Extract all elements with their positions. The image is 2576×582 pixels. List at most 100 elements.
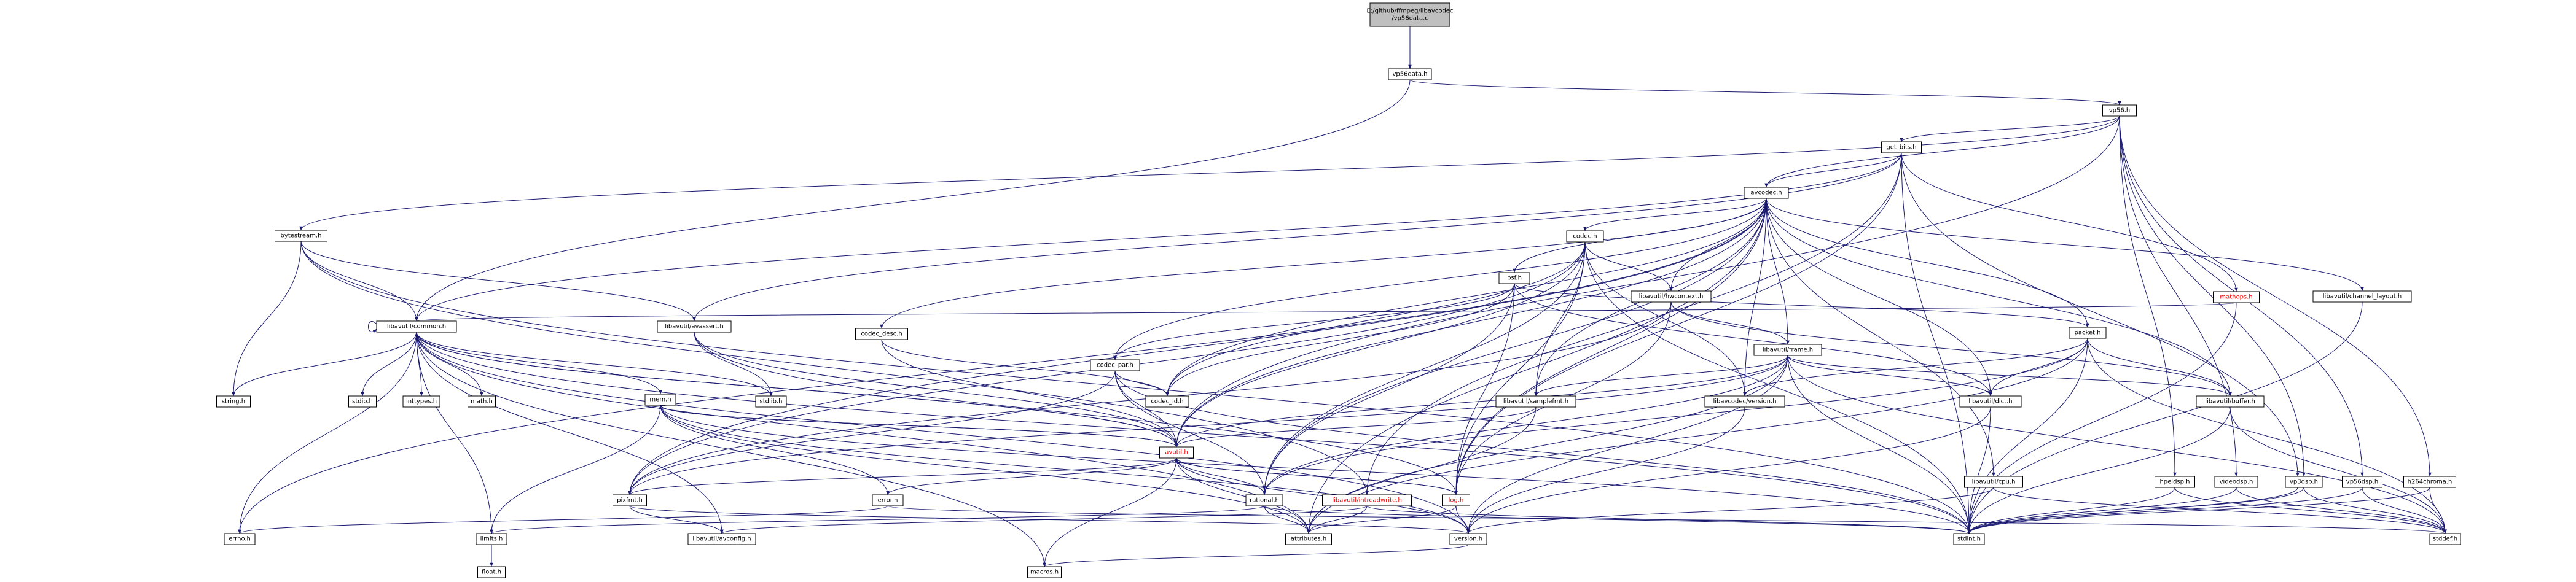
node-box <box>1159 446 1194 459</box>
node-vp56data-h[interactable]: vp56data.h <box>1388 68 1432 80</box>
node-macros-h[interactable]: macros.h <box>1027 566 1062 578</box>
node-mathops-h[interactable]: mathops.h <box>2213 291 2260 303</box>
node-inttypes-h[interactable]: inttypes.h <box>402 395 440 408</box>
node-avutil-channel-layout-h[interactable]: libavutil/channel_layout.h <box>2312 290 2412 303</box>
node-avutil-cpu-h[interactable]: libavutil/cpu.h <box>1964 476 2023 488</box>
node-box <box>1245 494 1283 506</box>
edge-videodsp_h-to-stddef_h <box>2236 487 2447 534</box>
node-stdlib-h[interactable]: stdlib.h <box>755 395 787 408</box>
node-avutil-frame-h[interactable]: libavutil/frame.h <box>1753 344 1822 356</box>
node-float-h[interactable]: float.h <box>477 566 506 578</box>
node-label: attributes.h <box>1291 536 1326 543</box>
node-avconfig-h[interactable]: libavutil/avconfig.h <box>687 533 756 545</box>
edge-mathops_h-to-avutil_common_h <box>415 302 2237 322</box>
node-avutil-intreadwrite-h[interactable]: libavutil/intreadwrite.h <box>1322 494 1412 506</box>
node-rational-h[interactable]: rational.h <box>1245 494 1283 506</box>
edge-avutil_avassert_h-to-log_h <box>694 332 1458 495</box>
node-avutil-h[interactable]: avutil.h <box>1159 446 1194 459</box>
edge-bytestream_h-to-string_h <box>232 241 302 397</box>
edge-version_h-to-macros_h <box>1043 544 1469 567</box>
edge-avutil_common_h-to-stdio_h <box>361 332 417 397</box>
node-error-h[interactable]: error.h <box>872 494 904 506</box>
node-box <box>348 395 377 408</box>
node-string-h[interactable]: string.h <box>216 395 251 408</box>
node-avutil-avassert-h[interactable]: libavutil/avassert.h <box>657 320 732 333</box>
node-label: libavcodec/version.h <box>1713 398 1776 405</box>
node-hpeldsp-h[interactable]: hpeldsp.h <box>2155 476 2195 488</box>
node-avutil-samplefmt-h[interactable]: libavutil/samplefmt.h <box>1495 395 1576 408</box>
node-vp3dsp-h[interactable]: vp3dsp.h <box>2285 476 2323 488</box>
node-box <box>2102 104 2137 117</box>
edges-layer <box>232 26 2447 567</box>
node-get-bits-h[interactable]: get_bits.h <box>1881 141 1922 153</box>
node-label: libavutil/common.h <box>387 324 446 330</box>
node-packet-h[interactable]: packet.h <box>2069 327 2107 339</box>
edge-mathops_h-to-stdint_h <box>1967 302 2237 534</box>
node-avcodec-h[interactable]: avcodec.h <box>1744 187 1789 199</box>
edge-codec_desc_h-to-avutil_h <box>881 339 1178 448</box>
node-root: E:/github/ffmpeg/libavcodec/vp56data.c <box>1367 2 1454 27</box>
node-log-h[interactable]: log.h <box>1442 494 1470 506</box>
node-box <box>477 566 506 578</box>
node-stddef-h[interactable]: stddef.h <box>2429 533 2461 545</box>
edge-hpeldsp_h-to-stdint_h <box>1967 487 2175 534</box>
node-stdint-h[interactable]: stdint.h <box>1953 533 1985 545</box>
node-label: libavutil/dict.h <box>1968 398 2012 405</box>
edge-avutil_common_h-to-avutil_common_h <box>368 321 377 333</box>
edge-bsf_h-to-avutil_dict_h <box>1514 283 1992 397</box>
node-avutil-dict-h[interactable]: libavutil/dict.h <box>1959 395 2022 408</box>
node-box <box>1631 290 1712 303</box>
edge-codec_h-to-log_h <box>1454 241 1586 495</box>
node-bytestream-h[interactable]: bytestream.h <box>275 230 327 242</box>
edge-get_bits_h-to-vlc_h <box>1901 152 2300 477</box>
node-label: string.h <box>222 398 245 405</box>
node-mem-h[interactable]: mem.h <box>644 394 676 406</box>
edge-packet_h-to-stddef_h <box>2087 338 2447 534</box>
node-videodsp-h[interactable]: videodsp.h <box>2214 476 2258 488</box>
edge-avutil_frame_h-to-stddef_h <box>1787 355 2447 534</box>
edge-bytestream_h-to-avutil_avassert_h <box>300 241 696 322</box>
edge-h264chroma_h-to-stddef_h <box>2429 487 2447 534</box>
node-math-h[interactable]: math.h <box>468 395 496 408</box>
node-errno-h[interactable]: errno.h <box>224 533 256 545</box>
node-avutil-common-h[interactable]: libavutil/common.h <box>376 320 457 333</box>
edge-codec_par_h-to-pixfmt_h <box>628 370 1116 495</box>
node-label: inttypes.h <box>406 398 437 405</box>
edge-avutil_h-to-error_h <box>886 457 1177 495</box>
node-vp56-h[interactable]: vp56.h <box>2102 104 2137 117</box>
node-codec-desc-h[interactable]: codec_desc.h <box>855 328 908 340</box>
edge-bsf_h-to-log_h <box>1454 283 1515 495</box>
node-label: codec_par.h <box>1097 362 1133 369</box>
node-label: E:/github/ffmpeg/libavcodec <box>1367 8 1454 15</box>
node-label: stdint.h <box>1957 536 1981 543</box>
node-label: get_bits.h <box>1886 144 1916 151</box>
edge-rational_h-to-limits_h <box>490 505 1265 534</box>
node-box <box>1388 68 1432 80</box>
edge-vp3dsp_h-to-stdint_h <box>1967 487 2304 534</box>
node-attributes-h[interactable]: attributes.h <box>1285 533 1332 545</box>
edge-avutil_buffer_h-to-stdint_h <box>1967 406 2231 534</box>
node-box <box>1495 395 1576 408</box>
edge-vp56_h-to-bytestream_h <box>299 115 2120 231</box>
node-bsf-h[interactable]: bsf.h <box>1498 272 1530 284</box>
edge-avutil_hwcontext_h-to-avutil_buffer_h <box>1670 301 2232 397</box>
node-version-h[interactable]: version.h <box>1449 533 1487 545</box>
node-box <box>687 533 756 545</box>
node-pixfmt-h[interactable]: pixfmt.h <box>613 494 647 506</box>
node-codec-id-h[interactable]: codec_id.h <box>1145 395 1189 408</box>
node-codec-par-h[interactable]: codec_par.h <box>1090 359 1140 371</box>
node-limits-h[interactable]: limits.h <box>476 533 507 545</box>
node-label: stdlib.h <box>760 398 783 405</box>
node-h264chroma-h[interactable]: h264chroma.h <box>2403 476 2456 488</box>
node-codec-h[interactable]: codec.h <box>1566 230 1604 243</box>
node-vp56dsp-h[interactable]: vp56dsp.h <box>2342 476 2382 488</box>
node-stdio-h[interactable]: stdio.h <box>348 395 377 408</box>
node-avcodec-version-h[interactable]: libavcodec/version.h <box>1704 395 1785 408</box>
node-box <box>476 533 507 545</box>
node-box <box>2403 476 2456 488</box>
node-box <box>1959 395 2022 408</box>
node-avutil-buffer-h[interactable]: libavutil/buffer.h <box>2196 395 2265 408</box>
node-label: libavutil/samplefmt.h <box>1503 398 1568 405</box>
node-avutil-hwcontext-h[interactable]: libavutil/hwcontext.h <box>1631 290 1712 303</box>
edge-avutil_samplefmt_h-to-avutil_h <box>1175 406 1537 448</box>
